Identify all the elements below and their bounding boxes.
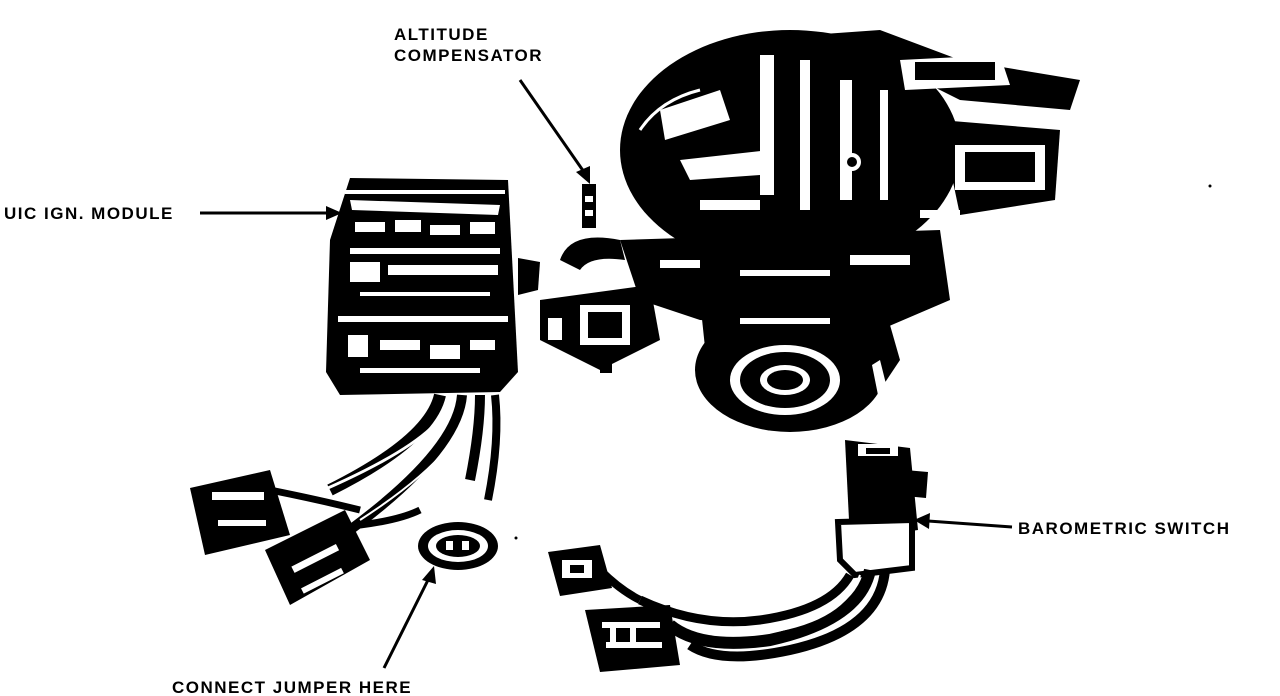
jumper-connector [418,522,498,570]
altitude-label-line2: COMPENSATOR [394,46,544,65]
uic-ignition-module [299,178,540,535]
baro-leader-line [927,519,1013,529]
jumper-leader-line [382,579,430,669]
altitude-compensator-label: ALTITUDE COMPENSATOR [394,24,543,66]
baro-arrowhead [914,513,930,529]
altitude-arrowhead [576,166,590,184]
connect-jumper-label: CONNECT JUMPER HERE [172,678,413,696]
leader-lines [200,79,1013,669]
altitude-leader-line [518,79,586,173]
uic-module-label: UIC IGN. MODULE [4,204,174,223]
barometric-switch-assembly [548,440,928,672]
jumper-arrowhead [422,566,436,584]
carburetor [540,30,1080,432]
uic-arrowhead [326,206,342,220]
altitude-label-line1: ALTITUDE [394,25,489,44]
module-connectors [190,470,422,605]
barometric-switch-label: BAROMETRIC SWITCH [1018,519,1231,538]
